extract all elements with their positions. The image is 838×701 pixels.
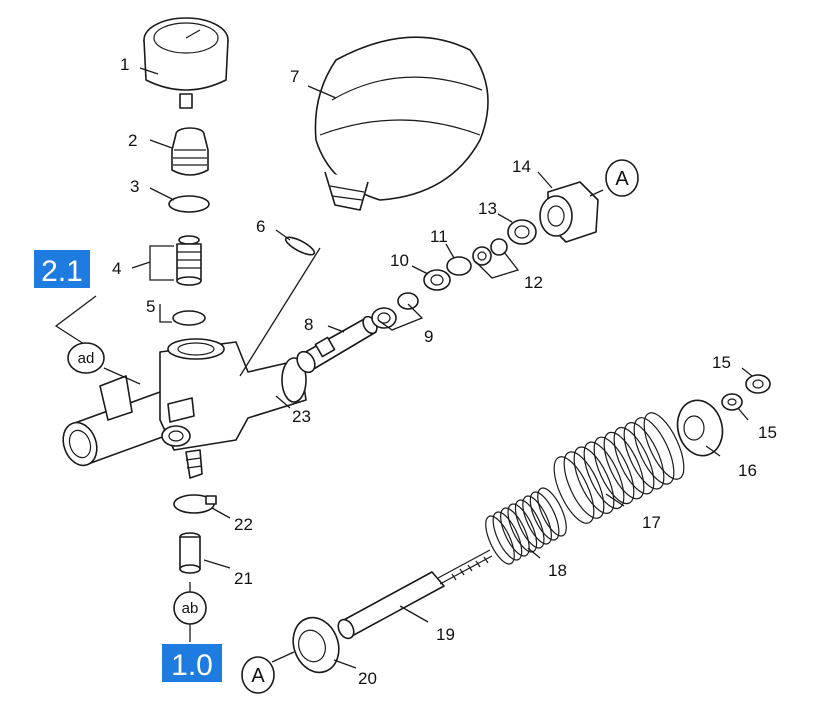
spring-coil — [485, 515, 515, 565]
label-part-19: 19 — [436, 625, 455, 644]
part-large-spring — [553, 412, 685, 524]
label-part-8: 8 — [304, 315, 313, 334]
reference-ab: ab — [173, 591, 207, 625]
part-cap-nut — [539, 181, 599, 243]
spring-coil — [603, 431, 645, 500]
part-filter-insert — [176, 235, 202, 286]
label-part-15-washer: 15 — [758, 423, 777, 442]
part-o-ring-3 — [168, 195, 210, 213]
spring-coil — [623, 422, 665, 490]
reference-a-bottom: A — [241, 656, 275, 694]
badge-section-top: 2.1 — [34, 250, 90, 288]
label-part-10: 10 — [390, 251, 409, 270]
part-o-ring-5 — [172, 310, 206, 326]
part-cap-ring — [292, 616, 340, 674]
part-numbers: 1 2 3 4 5 6 7 8 9 10 11 12 13 14 15 15 1… — [112, 55, 777, 688]
part-spring-plate — [676, 399, 724, 457]
spring-coil — [500, 507, 530, 557]
badge-section-bottom: 1.0 — [162, 644, 222, 682]
part-washer-15 — [721, 393, 743, 411]
label-part-11: 11 — [430, 227, 448, 246]
spring-coil — [522, 495, 552, 545]
part-o-ring-6 — [284, 236, 316, 256]
label-part-17: 17 — [642, 513, 661, 532]
part-o-ring-11 — [446, 256, 472, 276]
ref-a-top-text: A — [615, 168, 629, 190]
spring-coil — [529, 491, 560, 541]
part-valve-body — [62, 338, 307, 479]
part-piston — [296, 315, 378, 374]
ref-ad-text: ad — [78, 350, 95, 367]
badge-bottom-text: 1.0 — [171, 649, 213, 682]
spring-coil — [553, 456, 595, 524]
ref-ab-text: ab — [182, 600, 199, 617]
spring-coil — [593, 436, 635, 505]
spring-coil — [514, 499, 545, 549]
part-bushing-13 — [507, 219, 537, 245]
label-part-6: 6 — [256, 217, 265, 236]
label-part-18: 18 — [548, 561, 567, 580]
part-hose-clamp — [173, 494, 217, 514]
label-part-22: 22 — [234, 515, 253, 534]
ref-a-bottom-text: A — [251, 665, 265, 687]
badge-top-text: 2.1 — [41, 255, 83, 288]
label-part-2: 2 — [128, 131, 137, 150]
label-part-9: 9 — [424, 327, 433, 346]
reference-a-top: A — [605, 159, 639, 197]
spring-coil — [563, 451, 605, 519]
spring-coil — [573, 446, 615, 514]
label-part-7: 7 — [290, 67, 299, 86]
label-part-15-nut: 15 — [712, 353, 731, 372]
spring-coil — [583, 441, 625, 510]
part-seal-set-9 — [371, 292, 419, 329]
label-part-3: 3 — [130, 177, 139, 196]
part-hose-sleeve — [179, 532, 201, 574]
reference-ad: ad — [67, 342, 105, 374]
leader-lines — [54, 67, 753, 669]
part-small-spring — [485, 487, 567, 565]
label-part-12: 12 — [524, 273, 543, 292]
part-ring-set-12 — [472, 238, 508, 266]
label-part-21: 21 — [234, 569, 253, 588]
part-pressure-gauge — [143, 17, 229, 109]
part-rod — [337, 549, 493, 640]
part-nut-15 — [745, 374, 771, 394]
part-threaded-fitting — [171, 127, 209, 176]
label-part-20: 20 — [358, 669, 377, 688]
spring-coil — [633, 417, 675, 485]
label-part-13: 13 — [478, 199, 497, 218]
spring-coil — [613, 426, 655, 495]
label-part-1: 1 — [120, 55, 129, 74]
part-washer-10 — [423, 269, 451, 291]
spring-coil — [537, 487, 567, 537]
label-part-16: 16 — [738, 461, 757, 480]
spring-coil — [643, 412, 685, 480]
spring-coil — [492, 511, 523, 561]
label-part-23: 23 — [292, 407, 311, 426]
label-part-14: 14 — [512, 157, 531, 176]
label-part-5: 5 — [146, 297, 155, 316]
label-part-4: 4 — [112, 259, 121, 278]
part-accumulator-tank — [314, 36, 489, 211]
